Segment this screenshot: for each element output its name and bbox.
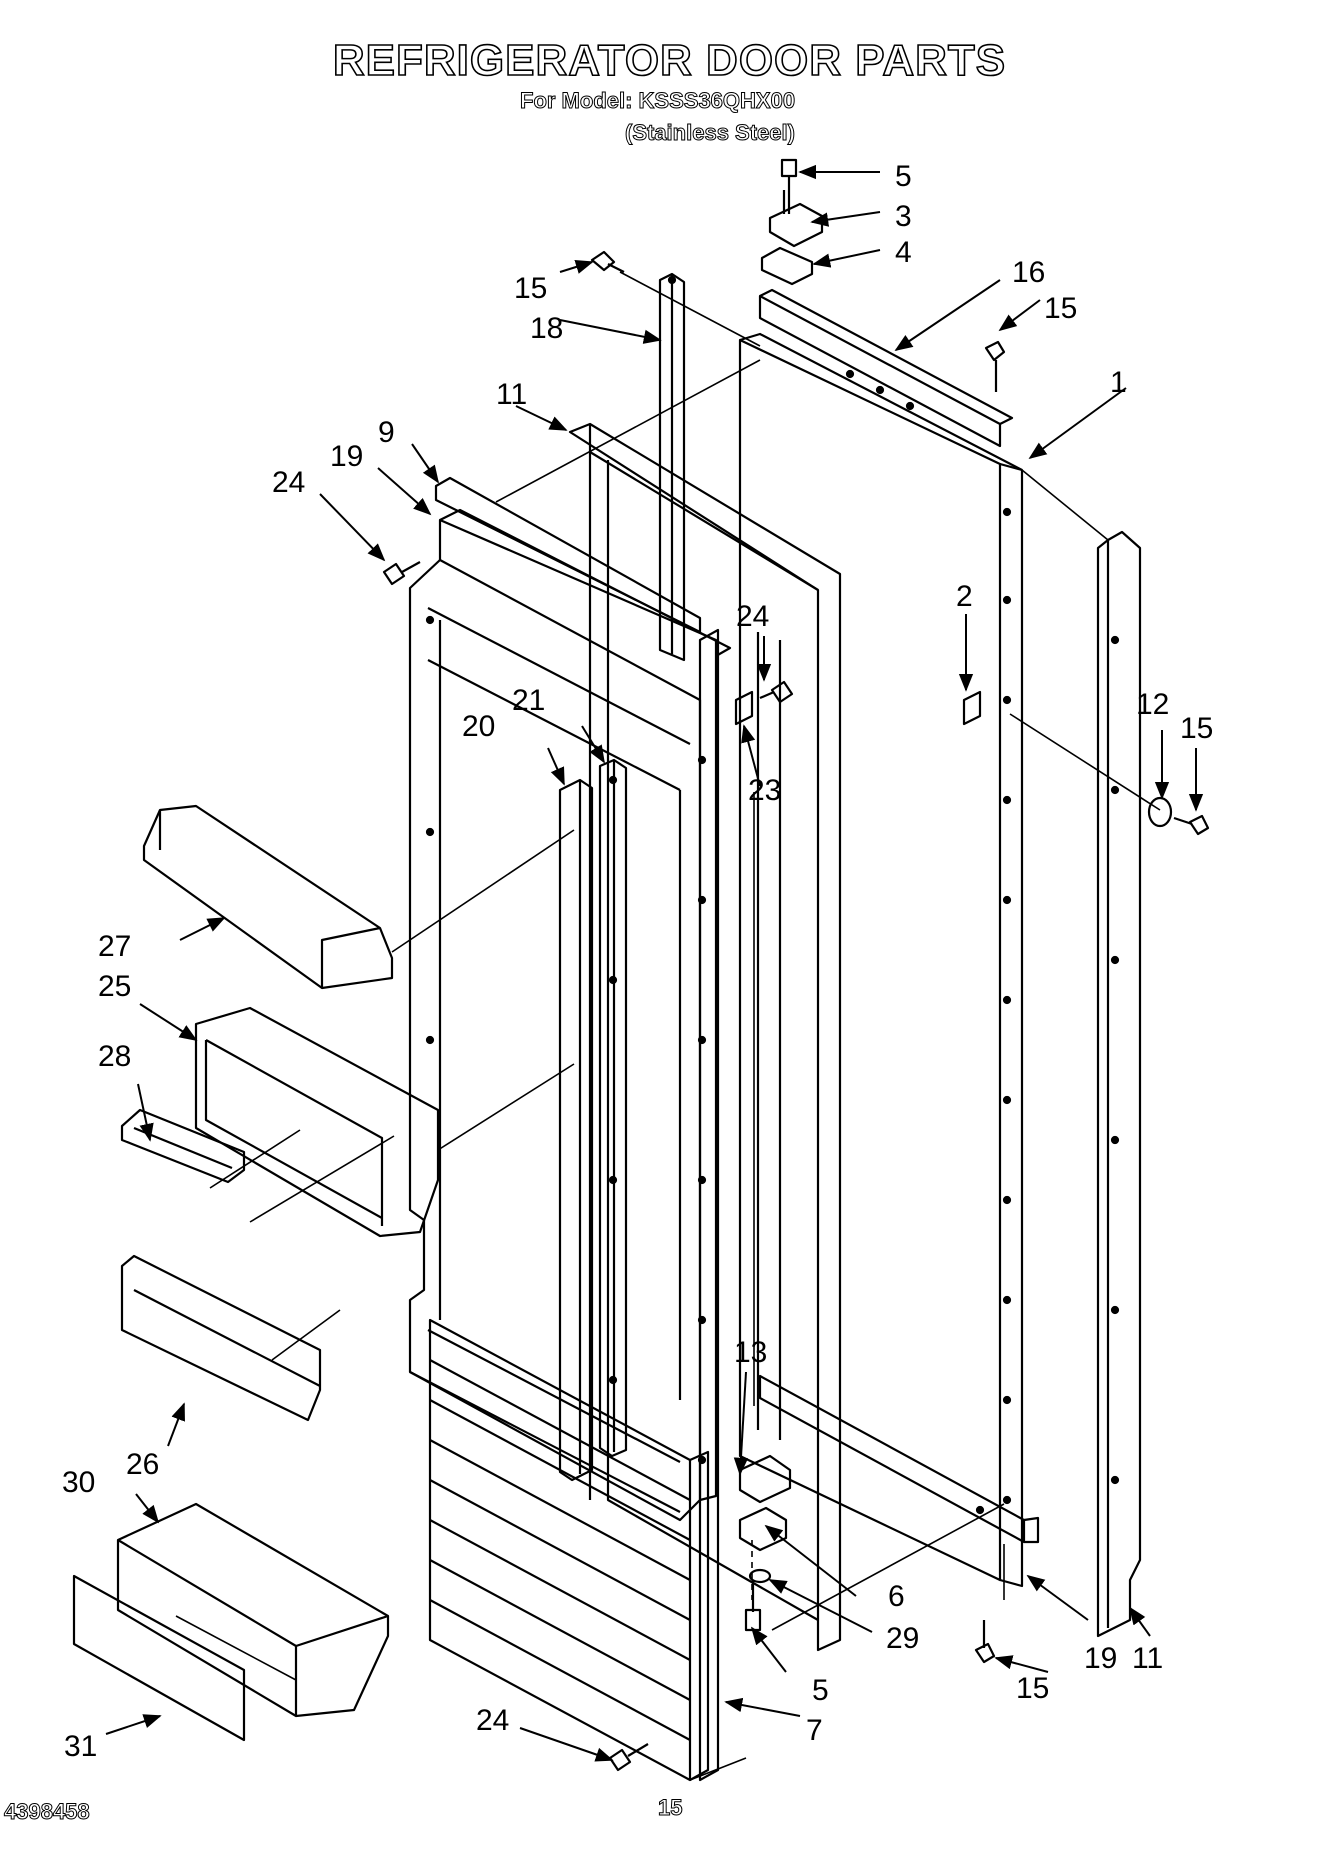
page-number: 15 xyxy=(657,1795,683,1821)
callout-15-right: 15 xyxy=(1180,712,1213,745)
part-5-hinge-screw-top xyxy=(780,158,798,214)
page-title: REFRIGERATOR DOOR PARTS xyxy=(332,35,1007,86)
part-21-bar xyxy=(558,778,594,1482)
part-2-clip xyxy=(962,690,982,726)
callout-11: 11 xyxy=(1132,1642,1163,1675)
callout-21: 20 xyxy=(462,710,495,743)
callout-31: 31 xyxy=(64,1730,97,1763)
part-25-large-bin xyxy=(194,1006,440,1238)
callout-6: 6 xyxy=(888,1580,905,1613)
part-1-outer-door-panel xyxy=(738,332,1024,1588)
callout-24-mid: 24 xyxy=(736,600,769,633)
callout-7: 7 xyxy=(806,1714,823,1747)
callout-27: 27 xyxy=(98,930,131,963)
callout-19: 19 xyxy=(1084,1642,1117,1675)
screw-24-bottom xyxy=(608,1743,649,1772)
part-19-bottom-channel xyxy=(758,1374,1040,1544)
screw-15-right xyxy=(1173,814,1210,836)
screw-15-bottom xyxy=(974,1620,996,1664)
callout-9: 11 xyxy=(496,378,527,411)
callout-22: 21 xyxy=(512,684,545,717)
callout-30: 30 xyxy=(62,1466,95,1499)
document-number: 4398458 xyxy=(4,1799,91,1825)
callout-4: 4 xyxy=(895,236,912,269)
part-13-hinge-plate xyxy=(738,1454,792,1504)
alignment-lines xyxy=(175,271,1161,1781)
part-31-trim-strip xyxy=(72,1574,246,1742)
part-23-bracket xyxy=(734,690,754,726)
callout-25: 25 xyxy=(98,970,131,1003)
part-3-top-hinge xyxy=(768,190,824,248)
part-22-bar xyxy=(598,758,628,1458)
callout-18: 18 xyxy=(530,312,563,345)
part-5-hinge-screw-bottom xyxy=(744,1580,762,1632)
callout-8: 9 xyxy=(378,416,395,449)
screw-15-top-right xyxy=(984,340,1006,392)
leader-arrows xyxy=(105,164,1204,1762)
part-11-side-trim xyxy=(1096,530,1142,1638)
part-30-bottom-bin xyxy=(116,1502,390,1718)
callout-12: 12 xyxy=(1136,688,1169,721)
callout-13: 13 xyxy=(734,1336,767,1369)
part-7-edge-strip xyxy=(698,628,720,1782)
callout-15-top-left: 15 xyxy=(514,272,547,305)
callout-labels: 5 3 4 15 18 16 15 1 11 9 19 24 2 24 23 2… xyxy=(62,160,1213,1763)
callout-20: 19 xyxy=(330,440,363,473)
part-16-top-channel xyxy=(758,288,1014,448)
part-9-door-gasket xyxy=(568,422,842,1652)
part-12-washer xyxy=(1147,796,1173,828)
screw-24-top xyxy=(382,561,421,586)
callout-2: 2 xyxy=(956,580,973,613)
callout-15-bottom: 15 xyxy=(1016,1672,1049,1705)
part-4-hinge-shim xyxy=(760,246,814,286)
model-line: For Model: KSSS36QHX00 xyxy=(519,88,796,114)
part-6-bottom-hinge xyxy=(738,1506,788,1552)
part-7-lower-door-panel xyxy=(428,1318,710,1782)
finish-line: (Stainless Steel) xyxy=(625,120,796,146)
part-20-inner-liner xyxy=(408,508,732,1522)
callout-26: 26 xyxy=(126,1448,159,1481)
callout-28: 28 xyxy=(98,1040,131,1073)
callout-5-bottom: 5 xyxy=(812,1674,829,1707)
callout-5-top: 5 xyxy=(895,160,912,193)
part-29-washer xyxy=(748,1568,772,1584)
part-8-top-rail xyxy=(434,476,702,634)
callout-16: 16 xyxy=(1012,256,1045,289)
part-18-vertical-strip xyxy=(658,272,686,662)
callout-3: 3 xyxy=(895,200,912,233)
screw-24-mid xyxy=(759,680,794,704)
callout-15-top-right: 15 xyxy=(1044,292,1077,325)
callout-24-top: 24 xyxy=(272,466,305,499)
callout-23: 23 xyxy=(748,774,781,807)
part-26-bin-front xyxy=(120,1254,322,1422)
part-27-door-shelf xyxy=(142,804,394,990)
screw-15-top-left xyxy=(590,250,625,273)
callout-29: 29 xyxy=(886,1622,919,1655)
callout-24-bottom: 24 xyxy=(476,1704,509,1737)
callout-1: 1 xyxy=(1110,366,1127,399)
